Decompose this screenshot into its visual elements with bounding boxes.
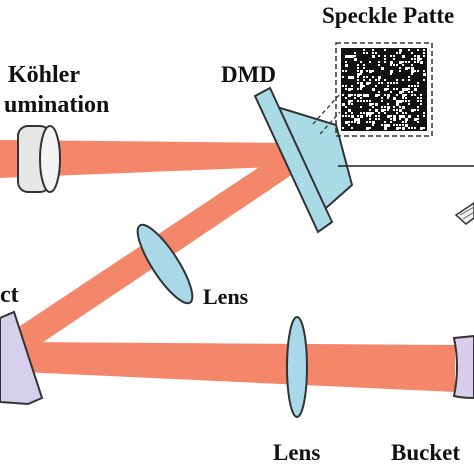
object-to-bucket-beam	[22, 342, 455, 392]
beams	[0, 140, 455, 392]
biconvex-lens-icon	[286, 316, 308, 418]
dmd-label: DMD	[221, 62, 276, 87]
computer-keyboard-icon	[454, 202, 474, 225]
lower-lens-label: Lens	[273, 440, 320, 465]
upper-lens-label: Lens	[203, 284, 249, 309]
biconvex-lens-icon	[136, 223, 194, 305]
speckle-pattern-icon	[335, 42, 433, 137]
kohler-label-line2: umination	[4, 92, 109, 118]
bucket-detector-icon	[452, 334, 474, 400]
object-label: ct	[0, 282, 19, 308]
kohler-label-line1: Köhler	[8, 62, 80, 88]
illumination-beam	[0, 140, 300, 178]
dmd-mirror-icon	[253, 86, 354, 234]
bucket-label: Bucket	[391, 440, 460, 465]
speckle-pattern-label: Speckle Patte	[322, 3, 454, 28]
kohler-lens-icon	[17, 125, 61, 193]
object-slab-icon	[0, 310, 44, 406]
